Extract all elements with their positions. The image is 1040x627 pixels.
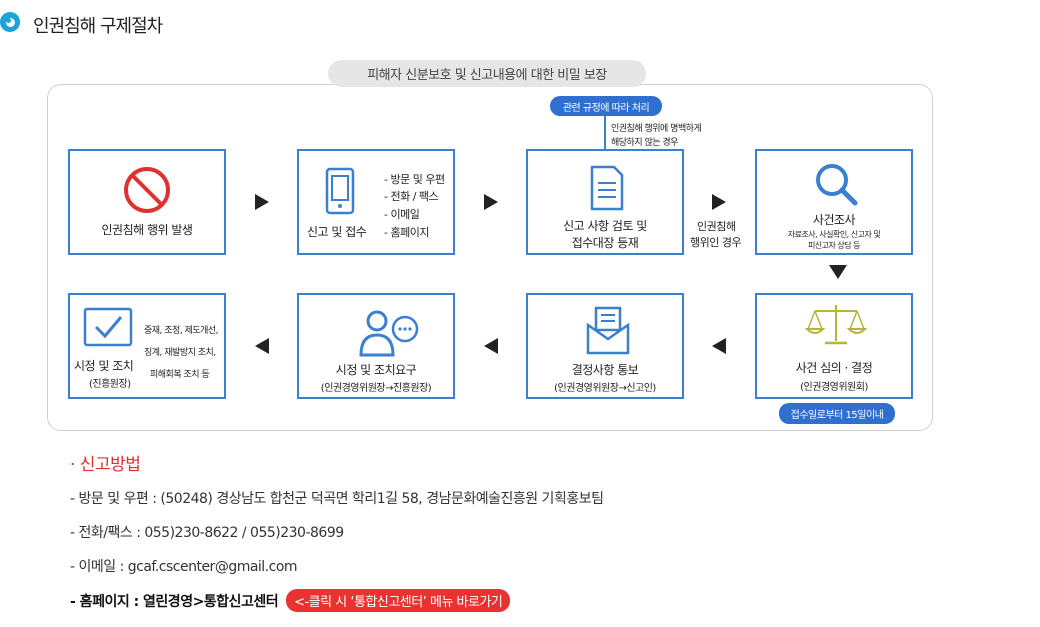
step-review-label-2: 접수대장 등재 [571, 236, 639, 250]
regulation-note-1: 인권침해 행위에 명백하게 [611, 124, 702, 134]
step-request-label: 시정 및 조치요구 [335, 363, 417, 377]
arrow-left-icon [255, 338, 269, 354]
step-investigation-sub-1: 자료조사, 사실확인, 신고자 및 [787, 230, 881, 239]
step-report: 신고 및 접수 - 방문 및 우편 - 전화 / 팩스 - 이메일 - 홈페이지 [297, 149, 455, 255]
regulation-pill: 관련 규정에 따라 처리 [550, 96, 662, 116]
arrow-right-icon [484, 194, 498, 210]
report-method-3: - 이메일 [384, 208, 420, 221]
step-incident: 인권침해 행위 발생 [68, 149, 226, 255]
prohibited-icon [124, 167, 170, 213]
correction-note-1: 중재, 조정, 제도개선, [144, 326, 219, 336]
person-speech-icon [359, 310, 419, 357]
method-line-visit: - 방문 및 우편 : (50248) 경상남도 합천군 덕곡면 학리1길 58… [70, 491, 604, 507]
arrow-left-icon [712, 338, 726, 354]
title-bullet-icon [0, 12, 20, 32]
confidentiality-pill: 피해자 신분보호 및 신고내용에 대한 비밀 보장 [328, 60, 646, 87]
method-line-phone: - 전화/팩스 : 055)230-8622 / 055)230-8699 [70, 525, 344, 541]
arrow-note-1: 인권침해 [697, 220, 736, 233]
step-review: 신고 사항 검토 및 접수대장 등재 [526, 149, 684, 255]
page-title: 인권침해 구제절차 [33, 16, 163, 37]
step-incident-label: 인권침해 행위 발생 [101, 223, 193, 237]
scales-icon [805, 305, 867, 345]
correction-note-3: 피해회복 조치 등 [150, 370, 210, 380]
arrow-down-icon [829, 265, 847, 279]
step-decision-sub: (인권경영위원회) [800, 382, 868, 393]
step-notify-label: 결정사항 통보 [571, 363, 639, 377]
step-notify: 결정사항 통보 (인권경영위원장→신고인) [526, 293, 684, 399]
report-method-4: - 홈페이지 [384, 226, 429, 239]
arrow-left-icon [484, 338, 498, 354]
envelope-icon [586, 306, 630, 355]
deadline-pill: 접수일로부터 15일이내 [779, 403, 895, 424]
arrow-right-icon [255, 194, 269, 210]
step-investigation-label: 사건조사 [812, 213, 856, 227]
document-icon [590, 165, 624, 211]
step-correction-label: 시정 및 조치 [74, 359, 134, 373]
homepage-link-button[interactable]: <-클릭 시 ‘통합신고센터’ 메뉴 바로가기 [286, 589, 511, 612]
regulation-note-2: 해당하지 않는 경우 [611, 138, 678, 148]
homepage-path: - 홈페이지 : 열린경영>통합신고센터 [70, 593, 279, 610]
magnifier-icon [816, 164, 858, 206]
step-request: 시정 및 조치요구 (인권경영위원장→진흥원장) [297, 293, 455, 399]
report-method-1: - 방문 및 우편 [384, 173, 445, 186]
step-request-sub: (인권경영위원장→진흥원장) [320, 383, 432, 394]
method-line-email: - 이메일 : gcaf.cscenter@gmail.com [70, 559, 298, 575]
step-correction-sub: (진흥원장) [89, 379, 131, 390]
regulation-connector [604, 116, 606, 150]
method-line-homepage: - 홈페이지 : 열린경영>통합신고센터 <-클릭 시 ‘통합신고센터’ 메뉴 … [70, 589, 511, 612]
report-method-title: · 신고방법 [70, 455, 141, 475]
step-investigation: 사건조사 자료조사, 사실확인, 신고자 및 피신고자 상담 등 [755, 149, 913, 255]
arrow-right-icon [712, 194, 726, 210]
phone-icon [325, 167, 355, 215]
correction-note-2: 징계, 재발방지 조치, [144, 348, 216, 358]
report-method-2: - 전화 / 팩스 [384, 190, 439, 203]
step-report-label: 신고 및 접수 [307, 225, 367, 239]
step-correction: 시정 및 조치 (진흥원장) 중재, 조정, 제도개선, 징계, 재발방지 조치… [68, 293, 226, 399]
step-decision: 사건 심의 · 결정 (인권경영위원회) [755, 293, 913, 399]
step-investigation-sub-2: 피신고자 상담 등 [807, 241, 861, 250]
step-review-label-1: 신고 사항 검토 및 [563, 219, 647, 233]
checkbox-icon [83, 307, 133, 347]
step-notify-sub: (인권경영위원장→신고인) [554, 383, 656, 394]
arrow-note-2: 행위인 경우 [690, 236, 742, 249]
step-decision-label: 사건 심의 · 결정 [795, 361, 873, 375]
